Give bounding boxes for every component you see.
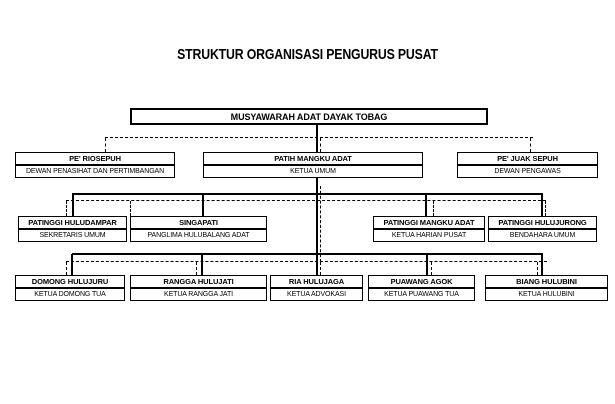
org-node-title: SINGAPATI bbox=[130, 216, 267, 229]
connector-drop-hulujurong-dashed bbox=[545, 201, 546, 216]
connector-drop-juaksepuh bbox=[530, 138, 531, 152]
org-node-subtitle: DEWAN PENASIHAT DAN PERTIMBANGAN bbox=[15, 165, 175, 178]
connector-drop-ria bbox=[316, 254, 318, 275]
connector-drop-puawang bbox=[426, 254, 428, 275]
connector-root-vertical bbox=[316, 124, 318, 152]
org-node-title: RIA HULUJAGA bbox=[270, 275, 363, 288]
org-node-puawang-agok: PUAWANG AGOK KETUA PUAWANG TUA bbox=[368, 275, 475, 301]
connector-center-vertical-dashed bbox=[320, 186, 321, 262]
org-node-subtitle: KETUA ADVOKASI bbox=[270, 288, 363, 301]
connector-drop-puawang-dashed bbox=[431, 262, 432, 275]
connector-drop-domong bbox=[71, 254, 73, 275]
org-node-subtitle: KETUA HULUBINI bbox=[485, 288, 608, 301]
connector-advisory-bus bbox=[105, 137, 533, 138]
connector-level3-bus-dashed bbox=[66, 200, 546, 201]
org-node-patinggi-mangku-adat: PATINGGI MANGKU ADAT KETUA HARIAN PUSAT bbox=[373, 216, 485, 242]
org-node-rangga-hulujati: RANGGA HULUJATI KETUA RANGGA JATI bbox=[130, 275, 267, 301]
connector-drop-huludampar-dashed bbox=[66, 201, 67, 216]
connector-drop-biang-dashed bbox=[537, 262, 538, 275]
connector-drop-biang bbox=[541, 254, 543, 275]
connector-drop-singapati-dashed bbox=[130, 201, 131, 216]
org-node-title: MUSYAWARAH ADAT DAYAK TOBAG bbox=[230, 111, 388, 122]
org-node-patinggi-hulujurong: PATINGGI HULUJURONG BENDAHARA UMUM bbox=[488, 216, 597, 242]
org-node-title: PATINGGI HULUDAMPAR bbox=[18, 216, 127, 229]
connector-level3-bus-solid bbox=[72, 193, 543, 195]
org-node-title: BIANG HULUBINI bbox=[485, 275, 608, 288]
org-node-domong-hulujuru: DOMONG HULUJURU KETUA DOMONG TUA bbox=[15, 275, 125, 301]
org-node-patih-mangku-adat: PATIH MANGKU ADAT KETUA UMUM bbox=[203, 152, 423, 178]
org-node-subtitle: DEWAN PENGAWAS bbox=[457, 165, 598, 178]
org-node-title: PATINGGI HULUJURONG bbox=[488, 216, 597, 229]
page-title: STRUKTUR ORGANISASI PENGURUS PUSAT bbox=[177, 46, 438, 63]
org-node-musyawarah-adat: MUSYAWARAH ADAT DAYAK TOBAG bbox=[130, 108, 488, 125]
connector-drop-riosepuh bbox=[105, 138, 106, 152]
org-node-title: RANGGA HULUJATI bbox=[130, 275, 267, 288]
org-node-title: PE' JUAK SEPUH bbox=[457, 152, 598, 165]
org-node-subtitle: KETUA RANGGA JATI bbox=[130, 288, 267, 301]
org-node-title: PATINGGI MANGKU ADAT bbox=[373, 216, 485, 229]
connector-drop-hulujurong bbox=[541, 194, 543, 216]
connector-level4-bus-solid bbox=[72, 253, 543, 255]
connector-drop-ria-dashed bbox=[320, 262, 321, 275]
org-node-subtitle: PANGLIMA HULUBALANG ADAT bbox=[130, 229, 267, 242]
org-node-subtitle: KETUA PUAWANG TUA bbox=[368, 288, 475, 301]
org-node-title: PATIH MANGKU ADAT bbox=[203, 152, 423, 165]
org-node-singapati: SINGAPATI PANGLIMA HULUBALANG ADAT bbox=[130, 216, 267, 242]
connector-drop-rangga-dashed bbox=[196, 262, 197, 275]
org-node-title: PUAWANG AGOK bbox=[368, 275, 475, 288]
org-node-patinggi-huludampar: PATINGGI HULUDAMPAR SEKRETARIS UMUM bbox=[18, 216, 127, 242]
org-node-pe-juak-sepuh: PE' JUAK SEPUH DEWAN PENGAWAS bbox=[457, 152, 598, 178]
org-node-subtitle: SEKRETARIS UMUM bbox=[18, 229, 127, 242]
connector-drop-mangkuadat-dashed bbox=[433, 201, 434, 216]
org-node-title: PE' RIOSEPUH bbox=[15, 152, 175, 165]
org-node-subtitle: KETUA DOMONG TUA bbox=[15, 288, 125, 301]
org-node-biang-hulubini: BIANG HULUBINI KETUA HULUBINI bbox=[485, 275, 608, 301]
connector-drop-rangga bbox=[201, 254, 203, 275]
connector-drop-mangkuadat bbox=[425, 194, 427, 216]
connector-drop-domong-dashed bbox=[66, 262, 67, 275]
org-node-subtitle: KETUA UMUM bbox=[203, 165, 423, 178]
connector-drop-singapati bbox=[202, 194, 204, 216]
connector-center-vertical bbox=[316, 178, 318, 254]
org-node-title: DOMONG HULUJURU bbox=[15, 275, 125, 288]
connector-drop-huludampar bbox=[72, 194, 74, 216]
connector-drop-center-dashed bbox=[320, 138, 321, 152]
org-node-pe-riosepuh: PE' RIOSEPUH DEWAN PENASIHAT DAN PERTIMB… bbox=[15, 152, 175, 178]
org-node-subtitle: BENDAHARA UMUM bbox=[488, 229, 597, 242]
org-node-ria-hulujaga: RIA HULUJAGA KETUA ADVOKASI bbox=[270, 275, 363, 301]
connector-level4-bus-dashed bbox=[66, 261, 547, 262]
org-node-subtitle: KETUA HARIAN PUSAT bbox=[373, 229, 485, 242]
